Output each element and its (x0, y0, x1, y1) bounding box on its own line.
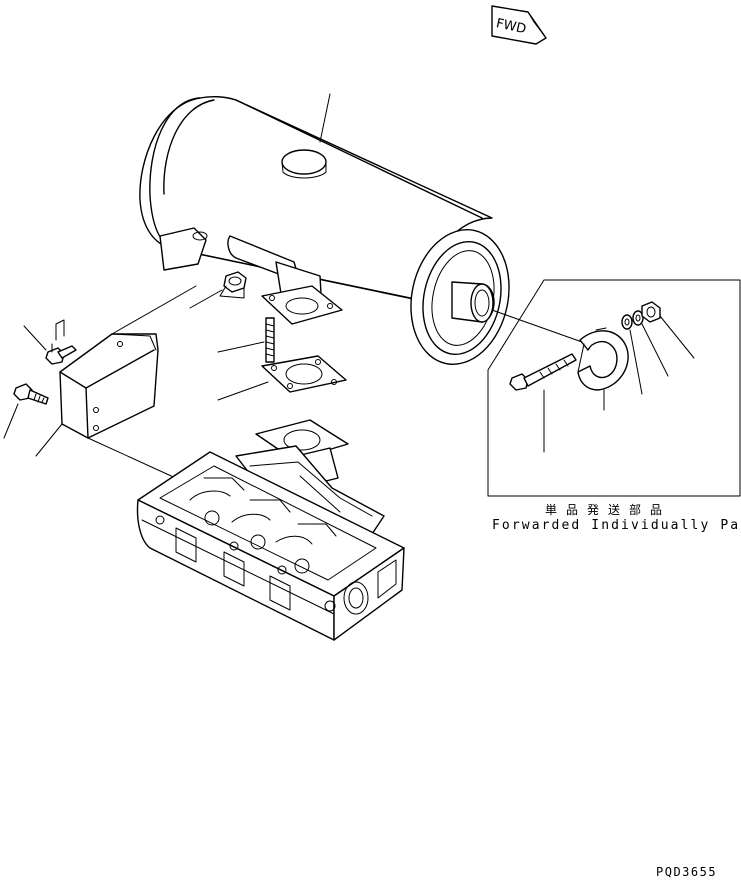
inset-frame (488, 280, 740, 496)
inset-caption-japanese: 単品発送部品 (545, 503, 672, 517)
bracket-flange-bolt (24, 320, 76, 364)
clamp-nut (642, 302, 694, 358)
fwd-arrow-icon: FWD (492, 6, 546, 44)
muffler (140, 94, 521, 373)
washer (622, 315, 642, 394)
bracket-bolt (4, 384, 48, 438)
fwd-label: FWD (495, 16, 528, 37)
clamp-bolt (510, 354, 576, 452)
muffler-mount-bracket (36, 286, 196, 480)
flange-nut (190, 272, 246, 308)
tail-pipe-clamp (578, 328, 628, 410)
washer-2 (633, 311, 668, 376)
cylinder-head (138, 420, 405, 640)
drawing-number: PQD3655 (656, 865, 718, 879)
stud-bolt (218, 318, 274, 362)
inset-caption-english: Forwarded Individually Parts (492, 518, 741, 533)
gasket (218, 356, 346, 400)
